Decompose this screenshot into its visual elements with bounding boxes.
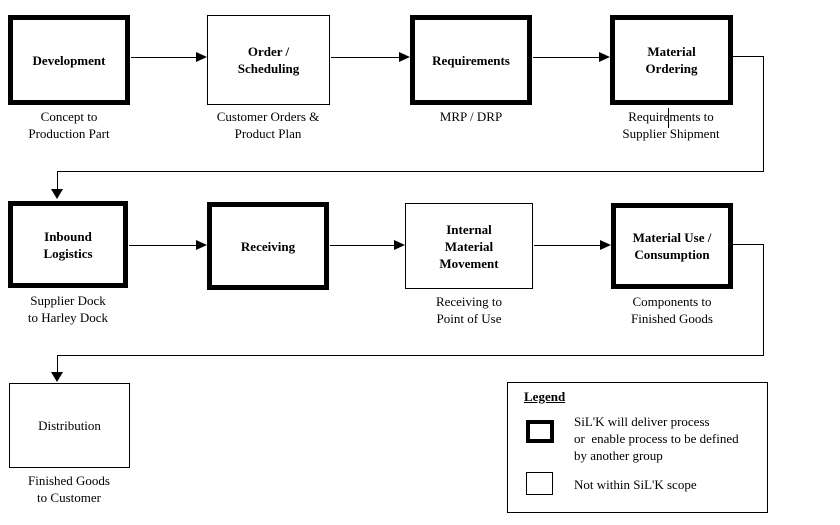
legend-title: Legend: [524, 389, 566, 404]
arrow-internal-material-movement-to-material-use: [534, 245, 601, 246]
connector-material-use-segment-4: [57, 355, 58, 373]
legend: Legend SiL'K will deliver process or ena…: [507, 382, 768, 513]
connector-material-ordering-segment-3: [57, 171, 764, 172]
caption-material-use-consumption: Components to Finished Goods: [631, 294, 713, 326]
arrowhead-icon: [599, 52, 610, 62]
process-box-requirements: Requirements: [410, 15, 532, 105]
arrowhead-icon: [51, 372, 63, 382]
legend-item-label: SiL'K will deliver process or enable pro…: [574, 414, 739, 463]
connector-material-ordering-segment-4: [57, 171, 58, 190]
process-box-label: Order / Scheduling: [237, 44, 300, 76]
caption-requirements: MRP / DRP: [439, 109, 503, 124]
process-box-label: Material Use / Consumption: [632, 230, 712, 262]
connector-material-ordering-segment-1: [733, 56, 764, 57]
legend-item-label: Not within SiL'K scope: [574, 477, 697, 492]
arrow-requirements-to-material-ordering: [533, 57, 599, 58]
arrow-receiving-to-internal-material-movement: [330, 245, 395, 246]
process-box-label: Requirements: [432, 52, 510, 68]
caption-internal-material-movement: Receiving to Point of Use: [435, 294, 503, 326]
caption-order-scheduling: Customer Orders & Product Plan: [216, 109, 320, 141]
process-box-internal-material-movement: Internal Material Movement: [405, 203, 533, 289]
process-box-label: Material Ordering: [645, 44, 698, 76]
arrowhead-icon: [394, 240, 405, 250]
connector-material-use-segment-2: [763, 244, 764, 355]
legend-swatch-silk-process: [526, 420, 554, 443]
process-box-order-scheduling: Order / Scheduling: [207, 15, 330, 105]
arrowhead-icon: [196, 52, 207, 62]
process-box-label: Distribution: [38, 418, 101, 433]
arrow-inbound-logistics-to-receiving: [129, 245, 197, 246]
process-box-label: Development: [32, 52, 106, 68]
caption-development: Concept to Production Part: [28, 109, 110, 141]
connector-material-ordering-segment-2: [763, 56, 764, 171]
process-box-development: Development: [8, 15, 130, 105]
arrow-development-to-order-scheduling: [131, 57, 197, 58]
caption-inbound-logistics: Supplier Dock to Harley Dock: [27, 293, 109, 325]
process-box-material-ordering: Material Ordering: [610, 15, 733, 105]
arrowhead-icon: [196, 240, 207, 250]
process-box-label: Internal Material Movement: [439, 221, 499, 271]
caption-distribution: Finished Goods to Customer: [28, 473, 110, 505]
process-box-material-use-consumption: Material Use / Consumption: [611, 203, 733, 289]
process-box-inbound-logistics: Inbound Logistics: [8, 201, 128, 288]
arrowhead-icon: [51, 189, 63, 199]
arrowhead-icon: [399, 52, 410, 62]
caption-material-ordering: Requirements to Supplier Shipment: [622, 109, 720, 141]
connector-material-use-segment-3: [57, 355, 764, 356]
legend-swatch-out-of-scope: [526, 472, 553, 495]
arrow-order-scheduling-to-requirements: [331, 57, 399, 58]
connector-material-use-segment-1: [733, 244, 764, 245]
arrowhead-icon: [600, 240, 611, 250]
process-box-distribution: Distribution: [9, 383, 130, 468]
text-cursor: [668, 108, 669, 128]
process-box-label: Receiving: [240, 238, 296, 254]
process-box-label: Inbound Logistics: [43, 228, 93, 261]
process-box-receiving: Receiving: [207, 202, 329, 290]
